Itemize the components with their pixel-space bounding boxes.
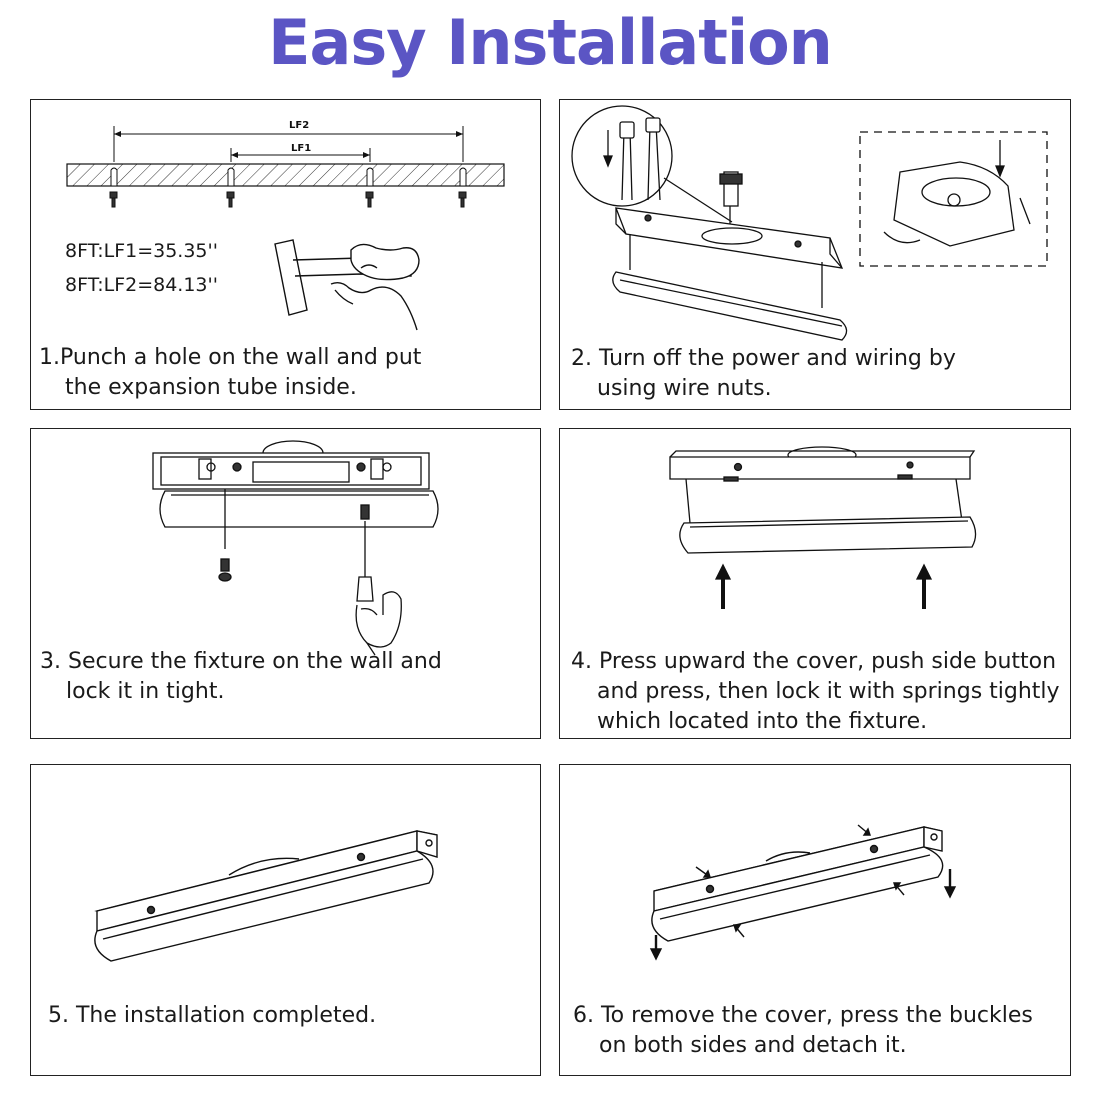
step-6-line-1: 6. To remove the cover, press the buckle… [573, 1003, 1033, 1028]
step-1-line-2: the expansion tube inside. [65, 375, 357, 400]
lf2-label: LF2 [289, 120, 309, 131]
step-2-panel: 2. Turn off the power and wiring by usin… [559, 99, 1071, 410]
measurement-lf1: 8FT:LF1=35.35'' [65, 240, 218, 262]
step-1-panel: LF2 LF1 8FT:LF1=35.35'' 8FT:LF2=84.13'' [30, 99, 541, 410]
step-3-line-2: lock it in tight. [66, 679, 225, 704]
step-4-caption: 4. Press upward the cover, push side but… [571, 647, 1060, 737]
step-5-panel: 5. The installation completed. [30, 764, 541, 1076]
wiring-illustration [571, 105, 1048, 341]
step-6-caption: 6. To remove the cover, press the buckle… [573, 1001, 1033, 1061]
step-4-line-3: which located into the fixture. [597, 709, 928, 734]
press-cover-illustration [669, 446, 977, 609]
step-1-caption: 1.Punch a hole on the wall and put the e… [39, 343, 421, 403]
lf1-label: LF1 [291, 143, 311, 154]
step-1-line-1: 1.Punch a hole on the wall and put [39, 345, 422, 370]
step-3-caption: 3. Secure the fixture on the wall and lo… [40, 647, 442, 707]
step-5-line-1: 5. The installation completed. [48, 1003, 377, 1028]
step-6-line-2: on both sides and detach it. [599, 1033, 907, 1058]
wall-drilling-illustration: LF2 LF1 [66, 120, 505, 331]
page-title: Easy Installation [268, 6, 833, 79]
hammer-icon [274, 239, 420, 331]
step-4-line-2: and press, then lock it with springs tig… [597, 679, 1060, 704]
step-3-line-1: 3. Secure the fixture on the wall and [40, 649, 442, 674]
step-2-caption: 2. Turn off the power and wiring by usin… [571, 344, 956, 404]
completed-fixture-illustration [94, 830, 438, 962]
step-4-line-1: 4. Press upward the cover, push side but… [571, 649, 1057, 674]
step-2-line-2: using wire nuts. [597, 376, 772, 401]
step-3-panel: 3. Secure the fixture on the wall and lo… [30, 428, 541, 739]
step-5-caption: 5. The installation completed. [48, 1001, 376, 1031]
measurement-lf2: 8FT:LF2=84.13'' [65, 274, 218, 296]
secure-fixture-illustration [152, 440, 439, 656]
step-2-line-1: 2. Turn off the power and wiring by [571, 346, 956, 371]
step-6-panel: 6. To remove the cover, press the buckle… [559, 764, 1071, 1076]
remove-cover-illustration [649, 824, 957, 961]
step-4-panel: 4. Press upward the cover, push side but… [559, 428, 1071, 739]
